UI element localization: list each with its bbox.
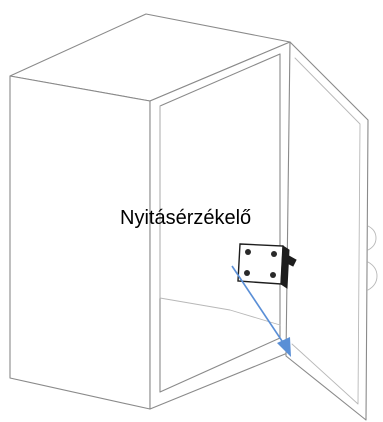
sensor-side <box>280 245 290 289</box>
door-panel <box>285 41 369 421</box>
sensor-screw <box>270 272 276 278</box>
door-hinge-top <box>367 225 377 251</box>
arrow-pointer-icon <box>231 265 291 357</box>
sensor-screw <box>245 249 251 255</box>
cabinet-door <box>285 41 378 421</box>
cabinet-side <box>9 75 151 410</box>
door-hinge-bottom <box>367 261 378 291</box>
sensor-label: Nyitásérzékelő <box>120 207 251 229</box>
sensor-screw <box>271 251 277 257</box>
sensor-latch <box>286 255 297 267</box>
arrow-shaft <box>231 265 285 345</box>
sensor-screw <box>244 270 250 276</box>
cabinet <box>9 13 291 410</box>
arrow-head <box>277 337 291 357</box>
door-open-sensor-icon <box>237 243 297 289</box>
door-inner-edge <box>291 57 361 405</box>
sensor-housing <box>237 243 284 285</box>
cabinet-inner-floor <box>159 297 281 326</box>
